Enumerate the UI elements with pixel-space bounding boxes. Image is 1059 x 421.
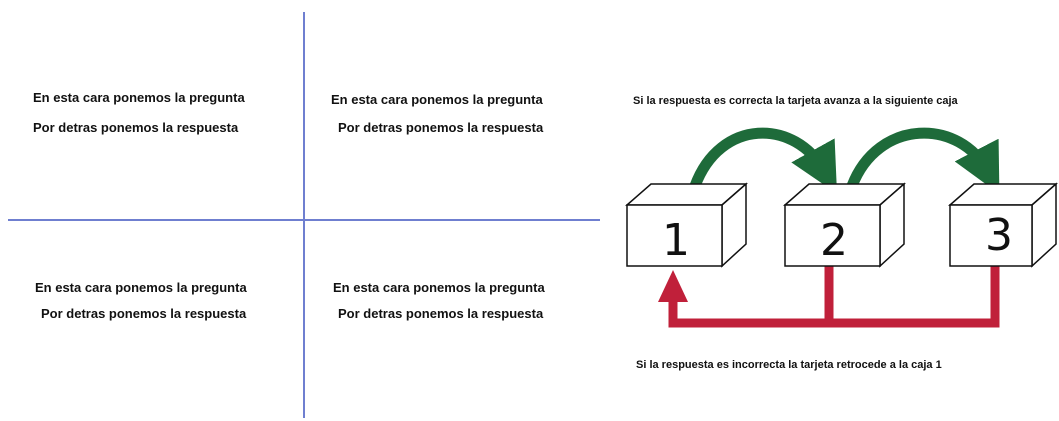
diagram-bottom-caption: Si la respuesta es incorrecta la tarjeta… [636,359,942,371]
card-2-question: En esta cara ponemos la pregunta [331,92,543,107]
leitner-diagram: 1 2 3 [625,127,1058,328]
box-2: 2 [783,182,906,268]
box-2-label: 2 [820,215,848,266]
card-2-answer: Por detras ponemos la respuesta [338,120,544,135]
card-3-answer: Por detras ponemos la respuesta [41,306,247,321]
card-1-question: En esta cara ponemos la pregunta [33,90,245,105]
horizontal-cut-line [8,219,600,221]
box-1-label: 1 [662,215,690,266]
card-3-question: En esta cara ponemos la pregunta [35,280,247,295]
forward-arrow-1-to-2 [689,127,838,194]
box-3-label: 3 [985,210,1013,261]
card-4-answer: Por detras ponemos la respuesta [338,306,544,321]
box-1: 1 [625,182,748,268]
forward-arrow-2-to-3 [846,127,1000,194]
box-3: 3 [948,182,1058,268]
vertical-cut-line [303,12,305,418]
card-4-question: En esta cara ponemos la pregunta [333,280,545,295]
return-arrowhead [658,270,688,302]
card-1-answer: Por detras ponemos la respuesta [33,120,239,135]
diagram-top-caption: Si la respuesta es correcta la tarjeta a… [633,95,958,107]
return-arrow [668,266,1000,328]
